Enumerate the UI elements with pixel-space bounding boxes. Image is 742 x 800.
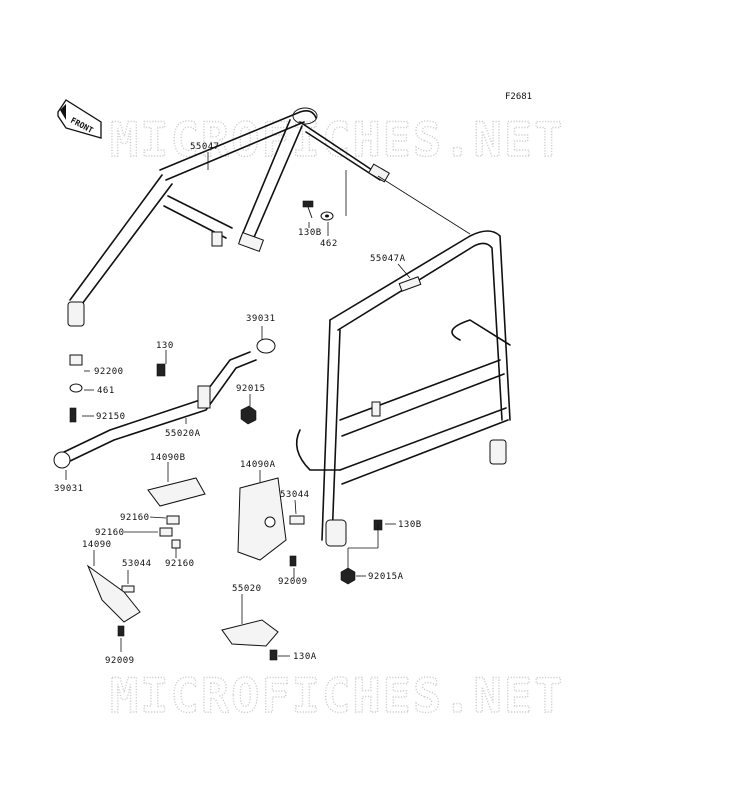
part-55047-frame [67, 107, 390, 327]
part-label-14090a: 14090A [240, 460, 276, 470]
part-label-92160-c: 92160 [165, 559, 195, 569]
part-label-92160-b: 92160 [95, 528, 125, 538]
part-label-92150: 92150 [96, 412, 126, 422]
screw-92009-bot-icon [117, 625, 125, 637]
part-label-130a: 130A [293, 652, 317, 662]
washer-461-icon [69, 383, 83, 393]
bolt-92150-icon [69, 407, 77, 423]
bolt-130-icon [156, 363, 166, 377]
part-label-92200: 92200 [94, 367, 124, 377]
part-label-39031-bottom: 39031 [54, 484, 84, 494]
part-label-92009-bottom: 92009 [105, 656, 135, 666]
part-14090a-plate [237, 477, 287, 561]
bolt-130b-top-icon [302, 200, 314, 219]
part-label-92009-mid: 92009 [278, 577, 308, 587]
part-label-55020a: 55020A [165, 429, 201, 439]
clip-92160-c-icon [171, 539, 181, 549]
part-label-130b-right: 130B [398, 520, 422, 530]
nut-92015a-icon [340, 567, 356, 585]
part-label-462: 462 [320, 239, 338, 249]
pad-53044-mid-icon [289, 515, 305, 525]
part-label-130: 130 [156, 341, 174, 351]
watermark-bottom: MICROFICHES.NET [110, 669, 564, 724]
nut-92015-icon [240, 405, 257, 425]
part-label-130b-top: 130B [298, 228, 322, 238]
part-14090-plate [86, 564, 141, 623]
part-55020a-tube [53, 338, 276, 469]
part-14090b-plate [147, 477, 206, 507]
part-label-53044-mid: 53044 [280, 490, 310, 500]
part-label-92160-a: 92160 [120, 513, 150, 523]
part-label-39031-top: 39031 [246, 314, 276, 324]
front-arrow-icon: FRONT [57, 99, 102, 139]
nut-92200-icon [69, 354, 83, 366]
part-55047a-frame [295, 230, 511, 547]
clip-92160-a-icon [166, 515, 180, 525]
part-label-55047a: 55047A [370, 254, 406, 264]
bolt-130a-icon [269, 649, 278, 661]
part-label-14090b: 14090B [150, 453, 186, 463]
part-label-14090: 14090 [82, 540, 112, 550]
part-label-92015: 92015 [236, 384, 266, 394]
part-label-461: 461 [97, 386, 115, 396]
clip-92160-b-icon [159, 527, 173, 537]
screw-92009-mid-icon [289, 555, 297, 567]
part-label-53044-left: 53044 [122, 559, 152, 569]
figure-id: F2681 [505, 92, 532, 102]
watermark-top: MICROFICHES.NET [110, 113, 564, 168]
pad-53044-left-icon [121, 585, 135, 593]
part-labels: 55047 130B 462 55047A 39031 130 92200 46… [54, 142, 422, 666]
leader-lines [65, 152, 471, 657]
washer-462-icon [320, 211, 334, 221]
part-label-92015a: 92015A [368, 572, 404, 582]
part-label-55047: 55047 [190, 142, 220, 152]
part-55020-bracket [221, 619, 279, 647]
part-label-55020: 55020 [232, 584, 262, 594]
